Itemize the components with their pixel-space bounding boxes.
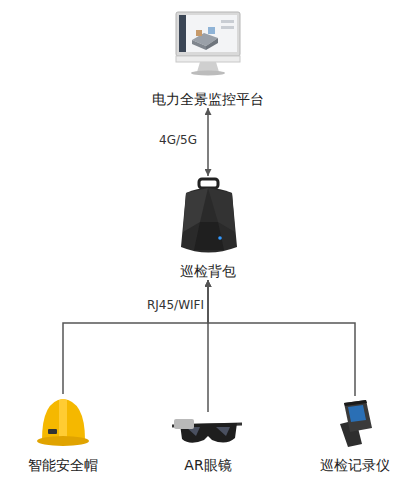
link-line <box>63 280 208 394</box>
link-line <box>207 108 209 176</box>
device-node: 电力全景监控平台 <box>128 8 288 108</box>
node-label: AR眼镜 <box>184 456 231 474</box>
link-label: RJ45/WIFI <box>147 296 204 314</box>
link-label: 4G/5G <box>159 131 197 149</box>
link-line <box>208 280 355 396</box>
device-node: 巡检记录仪 <box>310 396 400 474</box>
node-label: 电力全景监控平台 <box>152 90 264 108</box>
ar-glasses-icon <box>172 419 242 443</box>
device-node: 智能安全帽 <box>18 394 108 474</box>
monitor-icon <box>176 12 240 76</box>
backpack-icon <box>181 179 237 253</box>
recorder-icon <box>340 400 372 447</box>
device-node: 巡检背包 <box>163 176 253 280</box>
node-label: 智能安全帽 <box>28 456 98 474</box>
node-label: 巡检背包 <box>180 262 236 280</box>
node-label: 巡检记录仪 <box>320 456 390 474</box>
device-node: AR眼镜 <box>163 412 253 474</box>
helmet-icon <box>37 399 89 446</box>
